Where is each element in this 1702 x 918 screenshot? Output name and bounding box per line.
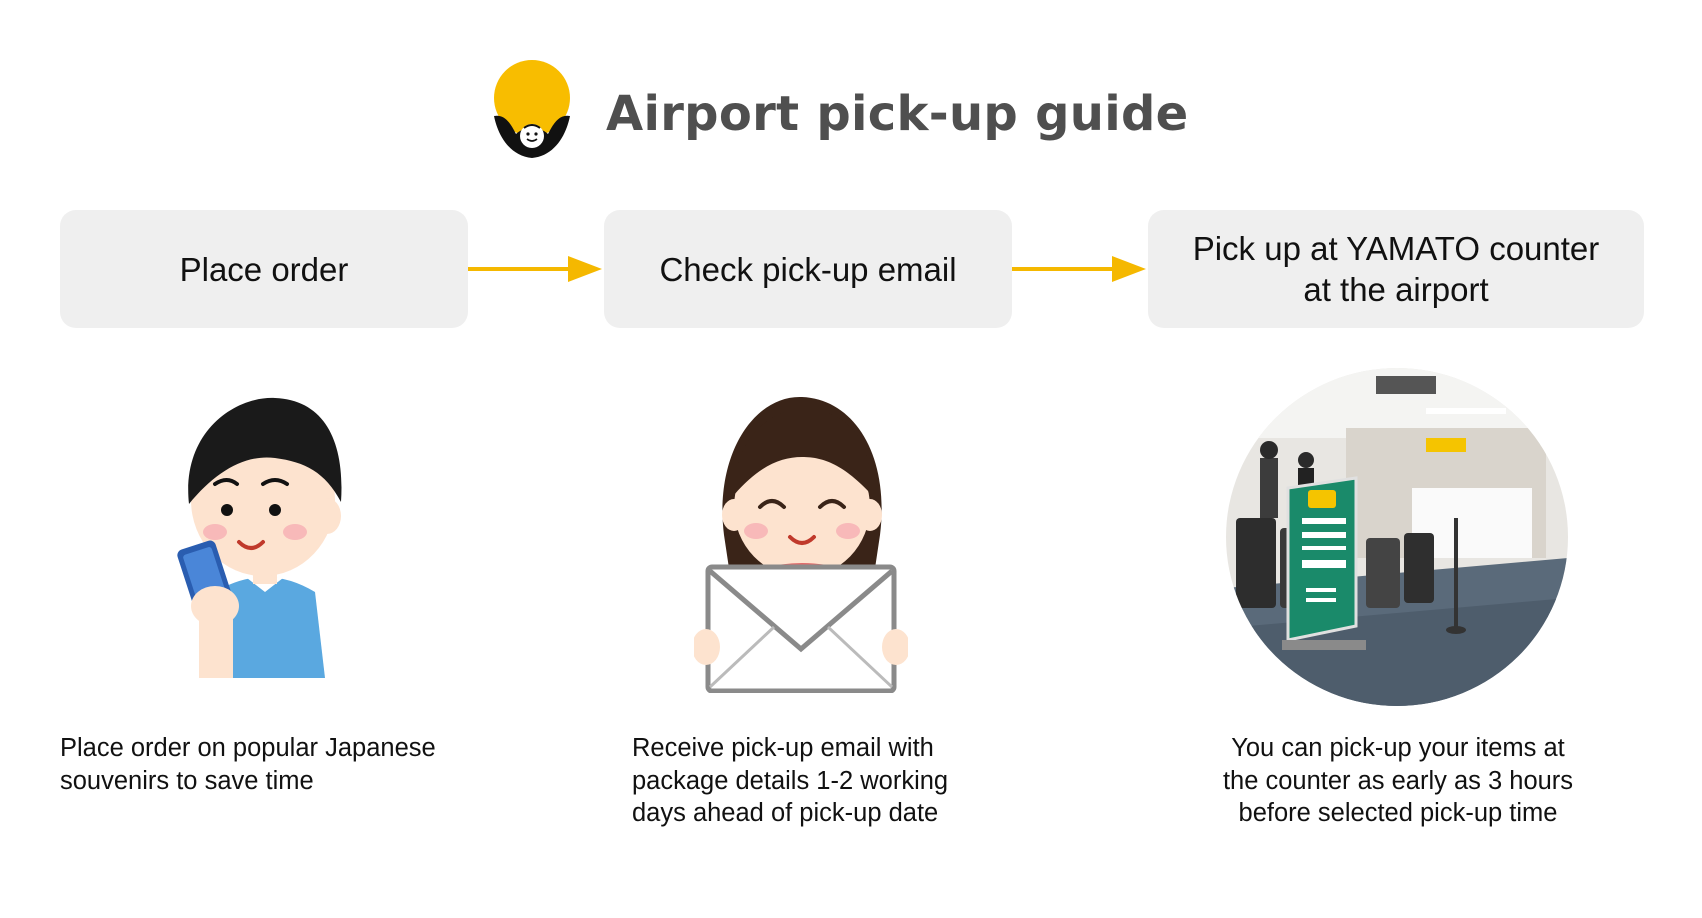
description-line: souvenirs to save time bbox=[60, 766, 314, 795]
step-label: Pick up at YAMATO counter bbox=[1192, 230, 1600, 267]
step-label: Place order bbox=[179, 250, 349, 288]
step-check-email: Check pick-up email bbox=[604, 210, 1012, 328]
boy-with-phone-illustration-icon bbox=[177, 397, 342, 678]
step-label: at the airport bbox=[1303, 271, 1489, 308]
description-line: before selected pick-up time bbox=[1238, 799, 1558, 827]
step-description-pick-up: You can pick-up your items at the counte… bbox=[1165, 732, 1631, 830]
description-line: Receive pick-up email with bbox=[632, 734, 934, 762]
step-description-check-email: Receive pick-up email with package detai… bbox=[632, 732, 1072, 830]
description-line: the counter as early as 3 hours bbox=[1222, 766, 1574, 795]
page-title: Airport pick-up guide bbox=[606, 86, 1189, 142]
step-label: Check pick-up email bbox=[659, 250, 957, 288]
yamato-counter-photo-icon bbox=[1226, 368, 1568, 706]
arrow-right-icon bbox=[468, 256, 602, 282]
description-line: package details 1-2 working bbox=[632, 766, 949, 795]
girl-with-envelope-illustration-icon bbox=[694, 396, 908, 693]
description-line: Place order on popular Japanese bbox=[60, 734, 436, 762]
arrow-right-icon bbox=[1012, 256, 1146, 282]
sun-mascot-logo-icon bbox=[494, 60, 570, 158]
description-line: days ahead of pick-up date bbox=[632, 799, 939, 827]
header: Airport pick-up guide bbox=[490, 58, 1190, 162]
description-line: You can pick-up your items at bbox=[1231, 734, 1565, 762]
step-description-place-order: Place order on popular Japanese souvenir… bbox=[60, 732, 500, 797]
step-pick-up-counter: Pick up at YAMATO counter at the airport bbox=[1148, 210, 1644, 328]
step-place-order: Place order bbox=[60, 210, 468, 328]
